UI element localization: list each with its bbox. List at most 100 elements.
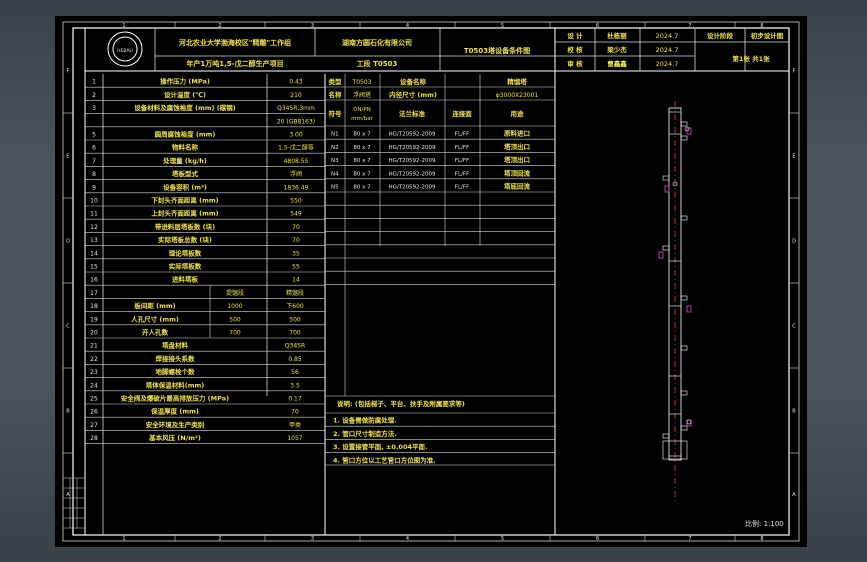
spec-row-number: 28	[90, 435, 98, 442]
spec-value: 1000	[227, 303, 242, 310]
zone-number-top: 3	[311, 23, 314, 29]
nozzle-use: 原料进口	[504, 129, 530, 138]
spec-row-number: 25	[90, 396, 98, 403]
zone-number-top: 7	[688, 23, 691, 29]
spec-value: Q345R	[285, 343, 305, 350]
spec-value: 甲类	[289, 421, 301, 429]
zone-number-bottom: 5	[501, 536, 504, 542]
nozzle-col-header: 法兰标准	[399, 109, 426, 118]
nozzle-face: FL/FF	[455, 132, 469, 138]
drawing-title: T0503塔设备条件图	[464, 46, 530, 55]
zone-number-top: 1	[122, 23, 125, 29]
spec-value: 1836.49	[284, 184, 309, 191]
spec-value: 1,5-戊二醇等	[278, 144, 314, 152]
zone-number-bottom: 8	[760, 536, 763, 542]
spec-row-number: 8	[92, 171, 96, 178]
spec-label: 下封头齐面距离 (mm)	[151, 196, 218, 205]
spec-row-number: 17	[90, 290, 98, 297]
nozzle-stub	[680, 215, 688, 221]
spec-row-number: 10	[90, 198, 98, 205]
nozzle-col-header: mm/bar	[351, 116, 373, 122]
spec-row-number: 5	[92, 132, 96, 139]
nozzle-use: 塔顶出口	[504, 155, 530, 164]
nozzle-header-key: 内径尺寸 (mm)	[389, 90, 437, 99]
spec-label: 基本风压 (N/m²)	[148, 433, 201, 442]
nozzle-header-key: 类型	[329, 77, 343, 86]
zone-number-bottom: 6	[596, 536, 599, 542]
spec-label: 安全阀及爆破片最高排放压力 (MPa)	[121, 394, 229, 403]
inner-frame	[72, 27, 790, 536]
spec-value: 0.43	[289, 79, 303, 86]
scale-label: 比例: 1:100	[745, 519, 784, 528]
spec-label: 安全环境及生产类别	[146, 420, 205, 429]
spec-value: 70	[291, 409, 299, 416]
spec-value: 55	[292, 264, 300, 271]
zone-number-bottom: 4	[406, 536, 409, 542]
spec-label: 板间距 (mm)	[134, 301, 175, 310]
dimension-marker	[686, 305, 692, 313]
spec-value: 70	[292, 224, 300, 231]
company-name: 湖南方圆石化有限公司	[342, 38, 412, 47]
spec-row-number: 3	[92, 105, 96, 112]
nozzle-dn: 80 x 7	[353, 171, 371, 177]
spec-row-number: 20	[90, 330, 98, 337]
nozzle-stub	[680, 121, 688, 127]
stage-label: 设计阶段	[707, 31, 734, 40]
zone-number-top: 2	[218, 23, 221, 29]
zone-letter-left: C	[66, 324, 70, 330]
university-logo-icon: HEBAU	[117, 48, 133, 54]
spec-label: 开人孔数	[142, 328, 169, 337]
spec-row-number: 13	[90, 237, 98, 244]
zone-letter-left: F	[67, 69, 70, 75]
nozzle-face: FL/FF	[455, 185, 469, 191]
nozzle-stub	[680, 135, 688, 141]
spec-label: 上封头齐面距离 (mm)	[151, 209, 218, 218]
spec-row-number: 14	[90, 250, 98, 257]
spec-label: 塔盘材料	[162, 341, 189, 350]
spec-row-number: 24	[90, 382, 98, 389]
nozzle-standard: HG/T20592-2009	[388, 171, 436, 177]
approval-name: 梁少杰	[606, 45, 627, 54]
stage-value: 初步设计图	[751, 31, 784, 40]
university-logo-icon	[107, 31, 143, 67]
spec-value: 700	[229, 330, 241, 337]
approval-role: 设 计	[567, 31, 583, 40]
zone-number-bottom: 7	[688, 536, 691, 542]
spec-row-number: 15	[90, 264, 98, 271]
approval-date: 2024.7	[656, 60, 679, 68]
zone-number-top: 8	[760, 23, 763, 29]
spec-row-number: 27	[90, 422, 98, 429]
nozzle-symbol: N5	[331, 185, 339, 191]
spec-label: 处理量 (kg/h)	[162, 156, 207, 165]
nozzle-stub	[662, 175, 670, 181]
nozzle-stub	[680, 390, 688, 396]
notes-title: 说明: (包括梯子、平台、扶手及附属要求等)	[337, 399, 465, 408]
zone-number-bottom: 1	[122, 536, 125, 542]
nozzle-col-header: 连接面	[452, 109, 472, 118]
spec-label: 焊接接头系数	[156, 354, 196, 363]
note-item: 1. 设备需做防腐处理.	[333, 416, 397, 425]
zone-letter-left: A	[66, 492, 70, 498]
spec-value: 精馏段	[286, 289, 304, 297]
nozzle-face: FL/FF	[455, 171, 469, 177]
zone-number-bottom: 2	[218, 536, 221, 542]
nozzle-symbol: N2	[331, 145, 339, 151]
spec-label: 地脚螺栓个数	[156, 367, 196, 376]
nozzle-face: FL/FF	[455, 158, 469, 164]
spec-label: 圆周腐蚀裕度 (mm)	[155, 130, 216, 139]
nozzle-circle-icon	[686, 419, 692, 425]
spec-label: 塔板型式	[172, 169, 199, 178]
nozzle-stub	[680, 425, 688, 431]
spec-row-number: 7	[92, 158, 96, 165]
spec-row-number: 6	[92, 145, 96, 152]
nozzle-symbol: N3	[331, 158, 339, 164]
spec-value: 提馏段	[226, 289, 244, 297]
spec-label: 物料名称	[172, 143, 199, 152]
university-logo-icon	[112, 36, 138, 62]
spec-value: 1057	[287, 435, 302, 442]
approval-role: 校 核	[567, 45, 583, 54]
spec-row-number: 2	[92, 92, 96, 99]
column-skirt	[662, 440, 688, 460]
project-name: 年产1万吨1,5-戊二醇生产项目	[186, 59, 283, 68]
